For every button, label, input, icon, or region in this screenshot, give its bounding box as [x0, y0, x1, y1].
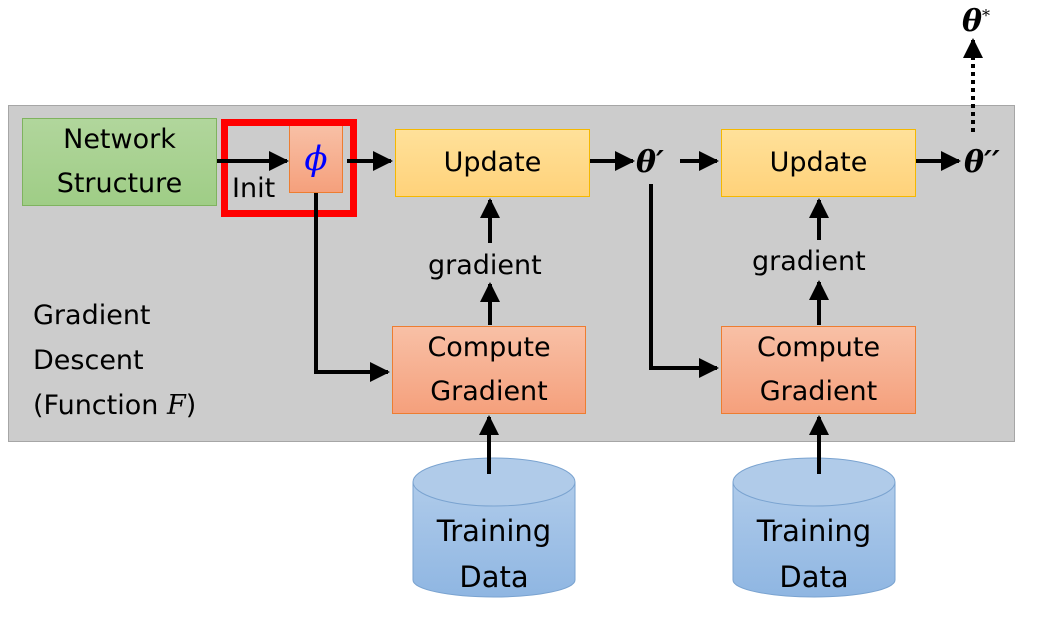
- training-data-label-2: Training Data: [733, 508, 895, 600]
- update-box-2: Update: [721, 129, 916, 197]
- theta-star-symbol: θ: [962, 4, 983, 39]
- update-label-2: Update: [769, 147, 868, 178]
- highlight-frame: [221, 119, 357, 217]
- compute-label-2a: Compute: [756, 332, 881, 363]
- arrow-theta-prime-to-compute2: [649, 184, 719, 378]
- training-data-cylinder-1: [412, 457, 576, 598]
- network-structure-line1: Network: [63, 124, 176, 155]
- arrow-phi-to-compute1: [314, 193, 390, 382]
- phi-symbol: ϕ: [304, 139, 328, 179]
- network-structure-line2: Structure: [56, 168, 183, 199]
- training-data-label-1: Training Data: [413, 508, 575, 600]
- gradient-label-2: gradient: [752, 246, 866, 277]
- panel-label-text: (Function: [33, 390, 167, 421]
- compute-gradient-box-1: Compute Gradient: [392, 326, 586, 414]
- compute-gradient-box-2: Compute Gradient: [721, 326, 916, 414]
- panel-label-line1: Gradient: [33, 300, 151, 331]
- theta-double-prime: θ′′: [964, 145, 1000, 180]
- panel-label-line2: Descent: [33, 345, 144, 376]
- network-structure-box: Network Structure: [22, 118, 217, 206]
- update-box-1: Update: [395, 129, 590, 197]
- training-label-1b: Data: [459, 560, 529, 594]
- training-label-2b: Data: [779, 560, 849, 594]
- compute-label-1a: Compute: [427, 332, 551, 363]
- update-label-1: Update: [443, 147, 542, 178]
- training-label-2a: Training: [756, 514, 872, 548]
- compute-label-1b: Gradient: [430, 376, 548, 407]
- function-symbol: F: [166, 390, 186, 421]
- panel-label: Gradient Descent (Function F): [33, 293, 196, 428]
- training-data-cylinder-2: [732, 457, 896, 598]
- theta-star-sup: *: [982, 6, 991, 25]
- training-label-1a: Training: [436, 514, 552, 548]
- phi-box: ϕ: [289, 125, 343, 193]
- panel-label-line3: (Function F): [33, 383, 196, 428]
- theta-star: θ*: [962, 0, 990, 45]
- init-label: Init: [232, 173, 276, 204]
- panel-label-close: ): [185, 390, 197, 421]
- compute-label-2b: Gradient: [759, 376, 878, 407]
- theta-prime: θ′: [636, 145, 664, 180]
- gradient-label-1: gradient: [428, 250, 542, 281]
